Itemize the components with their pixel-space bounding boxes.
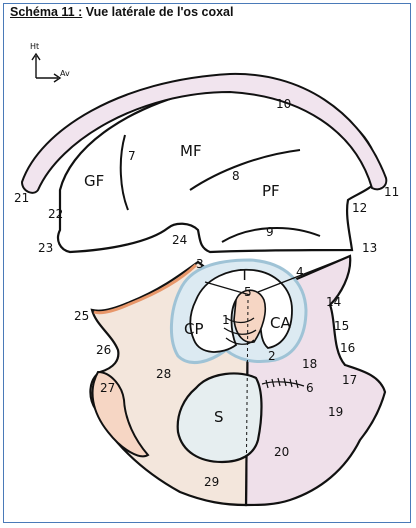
number-8: 8 xyxy=(232,169,240,183)
number-24: 24 xyxy=(172,233,187,247)
posterior-gluteal-line xyxy=(119,134,129,211)
forward-arrow-head xyxy=(53,73,62,83)
label-S: S xyxy=(214,408,224,426)
title-text: Vue latérale de l'os coxal xyxy=(82,5,234,19)
figure-title: Schéma 11 : Vue latérale de l'os coxal xyxy=(10,5,233,19)
number-2: 2 xyxy=(268,349,276,363)
up-arrow-head xyxy=(31,52,41,61)
anterior-gluteal-line xyxy=(189,149,301,191)
number-9: 9 xyxy=(266,225,274,239)
number-10: 10 xyxy=(276,97,291,111)
number-12: 12 xyxy=(352,201,367,215)
inferior-gluteal-line xyxy=(221,226,321,243)
label-GF: GF xyxy=(84,172,104,190)
number-7: 7 xyxy=(128,149,136,163)
number-13: 13 xyxy=(362,241,377,255)
number-19: 19 xyxy=(328,405,343,419)
iliopubic-line xyxy=(257,255,351,293)
label-CP: CP xyxy=(184,320,204,338)
number-28: 28 xyxy=(156,367,171,381)
fossa-hatching xyxy=(223,317,257,345)
acetabular-fossa xyxy=(233,289,267,344)
title-prefix: Schéma 11 : xyxy=(10,5,83,19)
number-18: 18 xyxy=(302,357,317,371)
number-14: 14 xyxy=(326,295,341,309)
orientation-indicator xyxy=(31,52,62,83)
up-label: Ht xyxy=(30,42,39,51)
iliac-line xyxy=(204,281,251,296)
label-T: T xyxy=(239,266,250,284)
ischium-edge xyxy=(93,263,198,315)
number-20: 20 xyxy=(274,445,289,459)
number-6: 6 xyxy=(306,381,314,395)
obturator-foramen xyxy=(176,372,263,464)
number-29: 29 xyxy=(204,475,219,489)
forward-label: Av xyxy=(60,69,70,78)
number-16: 16 xyxy=(340,341,355,355)
number-23: 23 xyxy=(38,241,53,255)
number-27: 27 xyxy=(100,381,115,395)
number-15: 15 xyxy=(334,319,349,333)
number-22: 22 xyxy=(48,207,63,221)
number-21: 21 xyxy=(14,191,29,205)
number-26: 26 xyxy=(96,343,111,357)
label-CA: CA xyxy=(270,314,291,332)
ischiopubic-junction xyxy=(245,299,249,506)
number-25: 25 xyxy=(74,309,89,323)
number-5: 5 xyxy=(244,285,252,299)
label-MF: MF xyxy=(180,142,202,160)
number-11: 11 xyxy=(384,185,399,199)
number-4: 4 xyxy=(296,265,304,279)
obturator-sulcus xyxy=(261,377,305,389)
number-17: 17 xyxy=(342,373,357,387)
number-3: 3 xyxy=(196,257,204,271)
label-PF: PF xyxy=(262,182,280,200)
number-1: 1 xyxy=(222,313,230,327)
ischial-tuberosity xyxy=(91,370,150,458)
iliac-crest xyxy=(20,72,388,194)
